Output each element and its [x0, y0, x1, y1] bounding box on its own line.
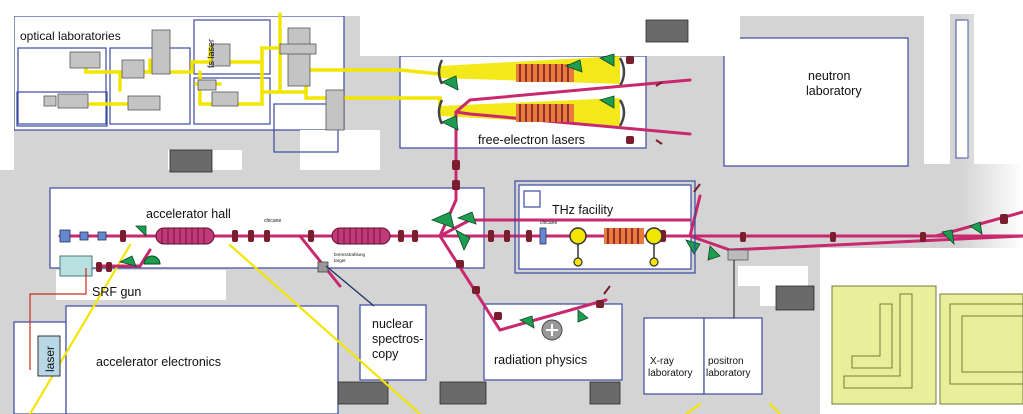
wall-outlines	[16, 19, 339, 153]
laser-box	[37, 335, 61, 377]
label-positron-laboratory-2: laboratory	[706, 368, 750, 379]
label-bremsstrahlung-2: target	[334, 258, 346, 263]
quadrupoles	[96, 56, 1008, 320]
label-xray-laboratory-1: X-ray	[650, 356, 674, 367]
label-fs-laser: fs laser	[206, 39, 216, 68]
label-chicane-2: chicane	[540, 220, 557, 226]
label-bremsstrahlung-1: bremsstrahlung	[334, 252, 366, 257]
green-buildings	[831, 285, 1023, 405]
label-xray-laboratory-2: laboratory	[648, 368, 692, 379]
nuclear-lead	[317, 261, 375, 307]
label-laser: laser	[43, 346, 57, 372]
optical-benches	[43, 27, 345, 131]
thz-radiators	[569, 227, 663, 267]
label-free-electron-lasers: free-electron lasers	[478, 133, 585, 147]
dark-blocks	[169, 19, 815, 405]
label-neutron-laboratory-1: neutron	[808, 69, 850, 83]
thz-outer-wall	[514, 180, 696, 274]
label-optical-laboratories: optical laboratories	[20, 29, 121, 43]
label-radiation-physics: radiation physics	[494, 353, 587, 367]
magnets	[118, 53, 983, 329]
srf-gun-module	[29, 255, 161, 370]
undulators	[516, 64, 644, 244]
label-nuclear-spectroscopy-1: nuclear	[372, 317, 413, 331]
label-accelerator-electronics: accelerator electronics	[96, 355, 221, 369]
thz-inner-box	[523, 190, 541, 208]
label-chicane-1: chicane	[264, 218, 281, 224]
label-thz-facility: THz facility	[552, 203, 614, 217]
radiation-target	[541, 319, 563, 341]
diagnostic-elements	[59, 227, 547, 245]
label-nuclear-spectroscopy-2: spectros-	[372, 332, 423, 346]
label-neutron-laboratory-2: laboratory	[806, 84, 862, 98]
label-srf-gun: SRF gun	[92, 285, 141, 299]
label-accelerator-hall: accelerator hall	[146, 207, 231, 221]
room-labels: optical laboratories fs laser free-elect…	[20, 29, 862, 379]
label-nuclear-spectroscopy-3: copy	[372, 347, 399, 361]
beam-dumps	[603, 81, 701, 295]
positron-source	[727, 249, 749, 318]
cryomodules	[155, 227, 391, 245]
beamline-labels: chicane chicane bremsstrahlung target	[264, 218, 557, 263]
label-positron-laboratory-1: positron	[708, 356, 744, 367]
